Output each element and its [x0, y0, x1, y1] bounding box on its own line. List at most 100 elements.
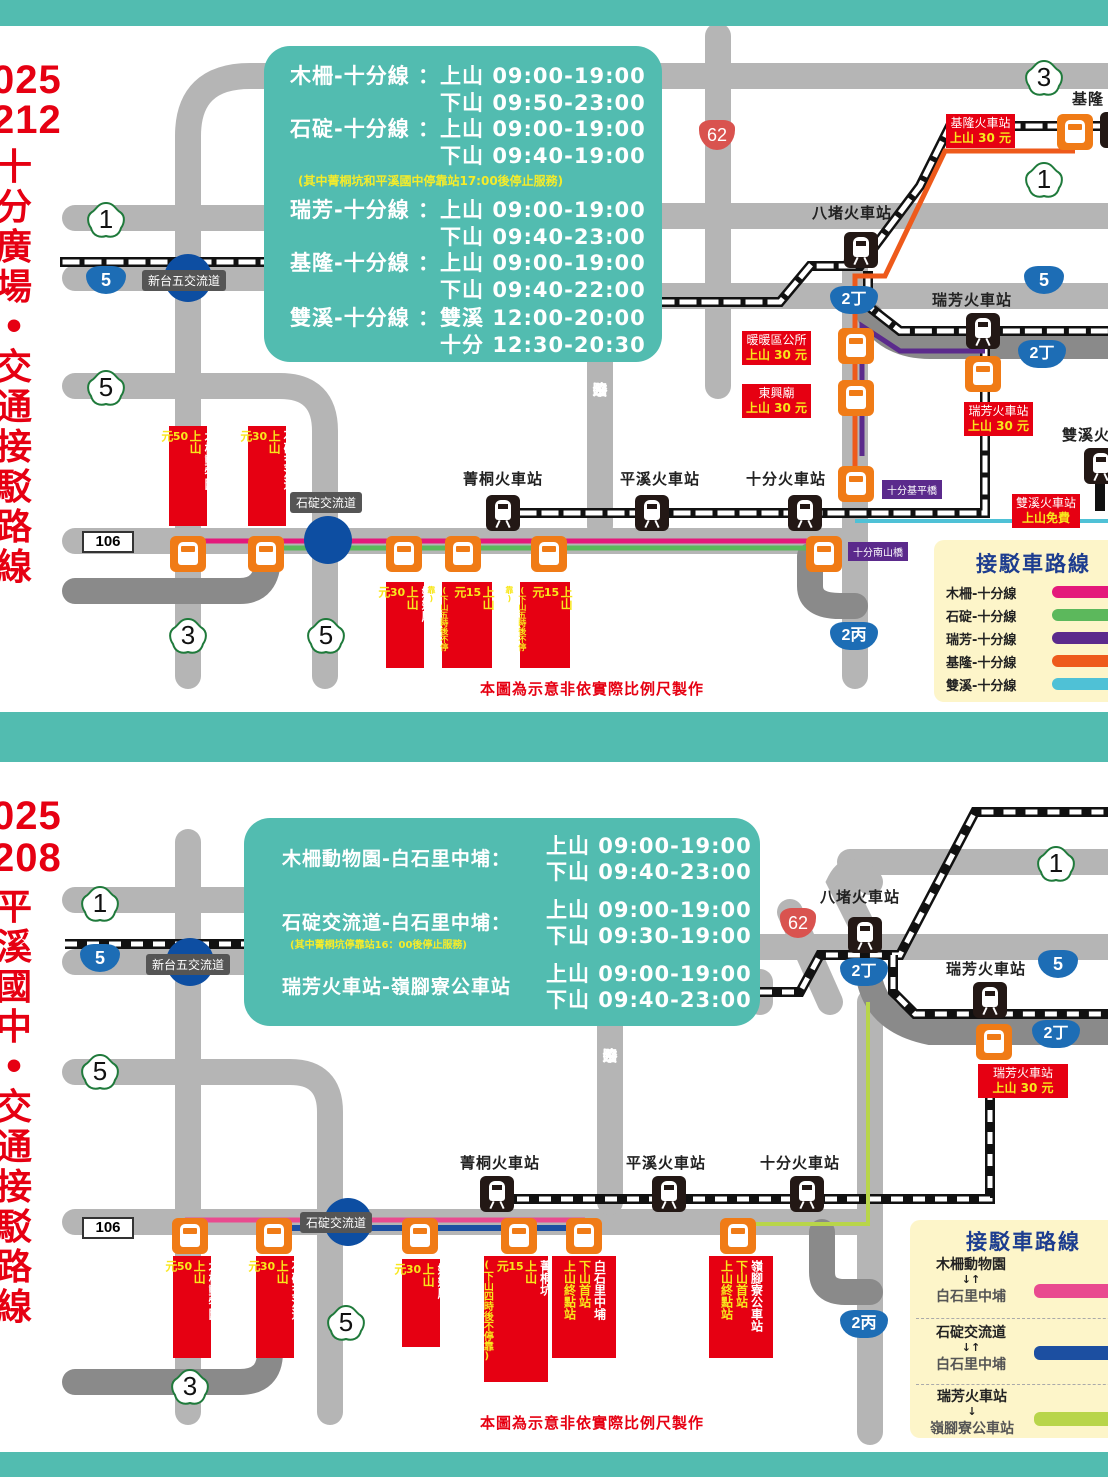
legend-item: 木柵動物園↓↑白石里中埔 — [936, 1257, 1006, 1305]
bus-stop-icon[interactable] — [248, 536, 284, 572]
road-5-south — [62, 373, 338, 689]
train-station-icon — [848, 917, 882, 953]
route-2ding-shield: 2丁 — [1018, 340, 1066, 368]
legend-item: 瑞芳火車站↓嶺腳寮公車站 — [930, 1389, 1014, 1437]
schedule-box: 木柵-十分線：上山 09:00-19:00 下山 09:50-23:00 石碇-… — [264, 46, 662, 362]
bus-stop-icon[interactable] — [838, 466, 874, 502]
legend-item: 石碇交流道↓↑白石里中埔 — [936, 1325, 1006, 1373]
stop-tag-nuannuan: 暖暖區公所上山 30 元 — [742, 331, 812, 365]
schedule-row: 石碇-十分線：上山 09:00-19:00 — [290, 117, 646, 141]
national-5-shield: 5 — [1024, 266, 1064, 294]
station-label-pingxi: 平溪火車站 — [626, 1154, 707, 1172]
schedule-route-label: 木柵動物園-白石里中埔： — [282, 848, 511, 870]
route-5-shield: 5 — [80, 1052, 120, 1092]
shiding-interchange-label: 石碇交流道 — [300, 1212, 373, 1233]
schedule-row: 雙溪-十分線：雙溪 12:00-20:00 — [290, 306, 646, 330]
legend-swatch-mucha — [1052, 586, 1108, 598]
station-label-badu: 八堵火車站 — [812, 204, 893, 222]
schedule-row: 下山 09:50-23:00 — [440, 91, 646, 115]
bus-stop-icon[interactable] — [256, 1218, 292, 1254]
route-2bing-shield: 2丙 — [840, 1310, 888, 1338]
map-panel-pingxi-junior-high: 025 208 平 溪 國 中 • 交 通 接 駁 路 線 木柵動物園-白石里中… — [0, 762, 1108, 1452]
stop-tag-keelung: 基隆火車站上山 30 元 — [946, 114, 1016, 148]
shifen-nanshan-bridge-label: 十分南山橋 — [848, 542, 908, 561]
bus-stop-icon[interactable] — [1057, 114, 1093, 150]
route-5-shield: 5 — [86, 368, 126, 408]
stop-tag-ruifang: 瑞芳火車站上山 30 元 — [978, 1064, 1068, 1098]
route-1-shield: 1 — [86, 200, 126, 240]
bus-stop-icon[interactable] — [976, 1024, 1012, 1060]
shuttle-route-legend: 接駁車路線 木柵-十分線 石碇-十分線 瑞芳-十分線 基隆-十分線 雙溪-十分線 — [934, 540, 1108, 702]
bus-stop-icon[interactable] — [838, 328, 874, 364]
route-5-shield: 5 — [306, 616, 346, 656]
shiding-interchange-label: 石碇交流道 — [290, 492, 363, 513]
legend-title: 接駁車路線 — [976, 552, 1091, 576]
train-station-icon — [652, 1176, 686, 1212]
station-label-shuangxi: 雙溪火 — [1062, 426, 1108, 444]
schedule-route-label: 石碇交流道-白石里中埔： — [282, 912, 511, 934]
bus-stop-icon[interactable] — [838, 380, 874, 416]
bus-stop-icon[interactable] — [965, 356, 1001, 392]
route-3-shield: 3 — [1024, 58, 1064, 98]
route-2ding-shield: 2丁 — [830, 286, 878, 314]
route-1-shield: 1 — [1024, 160, 1064, 200]
bus-stop-icon[interactable] — [402, 1218, 438, 1254]
title-year: 025 — [0, 794, 62, 838]
stop-tag-dongxing: 東興廟上山 30 元 — [742, 384, 812, 418]
bus-stop-icon[interactable] — [172, 1218, 208, 1254]
legend-item: 石碇-十分線 — [946, 610, 1017, 625]
stop-tag-baishi-zhongpu: 白石里中埔 下山首站 上山終點站 — [552, 1256, 616, 1358]
train-station-icon — [1084, 448, 1108, 484]
bus-stop-icon[interactable] — [386, 536, 422, 572]
train-station-icon — [966, 313, 1000, 349]
bus-stop-icon[interactable] — [445, 536, 481, 572]
legend-item: 木柵-十分線 — [946, 587, 1017, 602]
route-2bing-shield: 2丙 — [830, 622, 878, 650]
station-label-ruifang: 瑞芳火車站 — [932, 291, 1013, 309]
train-station-icon — [486, 495, 520, 531]
bus-stop-icon[interactable] — [531, 536, 567, 572]
legend-swatch-shiding — [1034, 1346, 1108, 1360]
national-5-shield: 5 — [80, 944, 120, 972]
legend-title: 接駁車路線 — [966, 1230, 1081, 1254]
route-3-shield: 3 — [168, 616, 208, 656]
road-shifen-branch — [797, 543, 868, 619]
map-panel-shifen-square: 025 212 十 分 廣 場 • 交 通 接 駁 路 線 木柵-十分線：上山 … — [0, 26, 1108, 712]
schedule-box: 木柵動物園-白石里中埔： 上山 09:00-19:00 下山 09:40-23:… — [244, 818, 760, 1026]
train-station-icon — [635, 495, 669, 531]
train-station-icon — [973, 982, 1007, 1018]
bus-stop-icon[interactable] — [806, 536, 842, 572]
schedule-row: 下山 09:40-19:00 — [440, 144, 646, 168]
legend-item: 瑞芳-十分線 — [946, 633, 1017, 648]
schedule-route-label: 瑞芳火車站-嶺腳寮公車站 — [282, 976, 511, 998]
schedule-row: 基隆-十分線：上山 09:00-19:00 — [290, 251, 646, 275]
schedule-up-time: 上山 09:00-19:00 — [546, 898, 752, 922]
station-label-ruifang: 瑞芳火車站 — [946, 960, 1027, 978]
national-5-shield: 5 — [86, 266, 126, 294]
scale-disclaimer: 本圖為示意非依實際比例尺製作 — [480, 1414, 705, 1432]
legend-swatch-shiding — [1052, 609, 1108, 621]
route-106-sign: 106 — [82, 1217, 134, 1239]
legend-swatch-keelung — [1052, 655, 1108, 667]
schedule-down-time: 下山 09:30-19:00 — [546, 924, 752, 948]
bus-stop-icon[interactable] — [720, 1218, 756, 1254]
route-2ding-shield: 2丁 — [840, 958, 888, 986]
bus-stop-icon[interactable] — [170, 536, 206, 572]
legend-item: 雙溪-十分線 — [946, 679, 1017, 694]
stop-tag-shuangxi: 雙溪火車站上山免費 — [1012, 494, 1081, 528]
xintai-interchange-label: 新台五交流道 — [146, 954, 231, 975]
schedule-down-time: 下山 09:40-23:00 — [546, 988, 752, 1012]
station-label-jingtong: 菁桐火車站 — [463, 470, 544, 488]
bus-stop-icon[interactable] — [566, 1218, 602, 1254]
route-3-shield: 3 — [170, 1367, 210, 1407]
bus-stop-icon[interactable] — [501, 1218, 537, 1254]
